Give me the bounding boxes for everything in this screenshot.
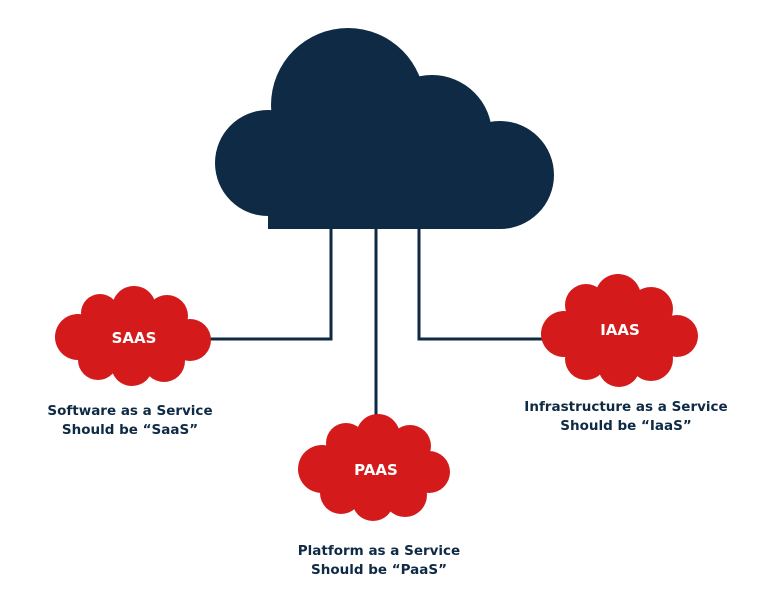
saas-caption-line2: Should be “SaaS” (61, 422, 199, 438)
saas-caption-line1: Software as a Service (47, 403, 213, 419)
iaas-caption-line1: Infrastructure as a Service (524, 399, 728, 415)
paas-caption: Platform as a Service Should be “PaaS” (298, 542, 460, 580)
saas-cloud-shape (55, 286, 211, 386)
paas-caption-line1: Platform as a Service (297, 543, 461, 559)
iaas-caption: Infrastructure as a Service Should be “I… (524, 398, 727, 436)
paas-cloud: PAAS (298, 414, 450, 521)
iaas-cloud-shape (541, 274, 698, 387)
connector-lines (210, 212, 545, 430)
paas-cloud-shape (298, 414, 450, 521)
paas-label: PAAS (354, 461, 398, 479)
paas-caption-line2: Should be “PaaS” (311, 562, 447, 578)
saas-caption: Software as a Service Should be “SaaS” (47, 402, 212, 440)
iaas-label: IAAS (600, 321, 640, 339)
saas-label: SAAS (112, 329, 157, 347)
iaas-caption-line2: Should be “IaaS” (560, 418, 692, 434)
connector-iaas (417, 212, 545, 341)
connector-saas (210, 212, 333, 341)
main-cloud (215, 28, 554, 229)
iaas-cloud: IAAS (541, 274, 698, 387)
saas-cloud: SAAS (55, 286, 211, 386)
